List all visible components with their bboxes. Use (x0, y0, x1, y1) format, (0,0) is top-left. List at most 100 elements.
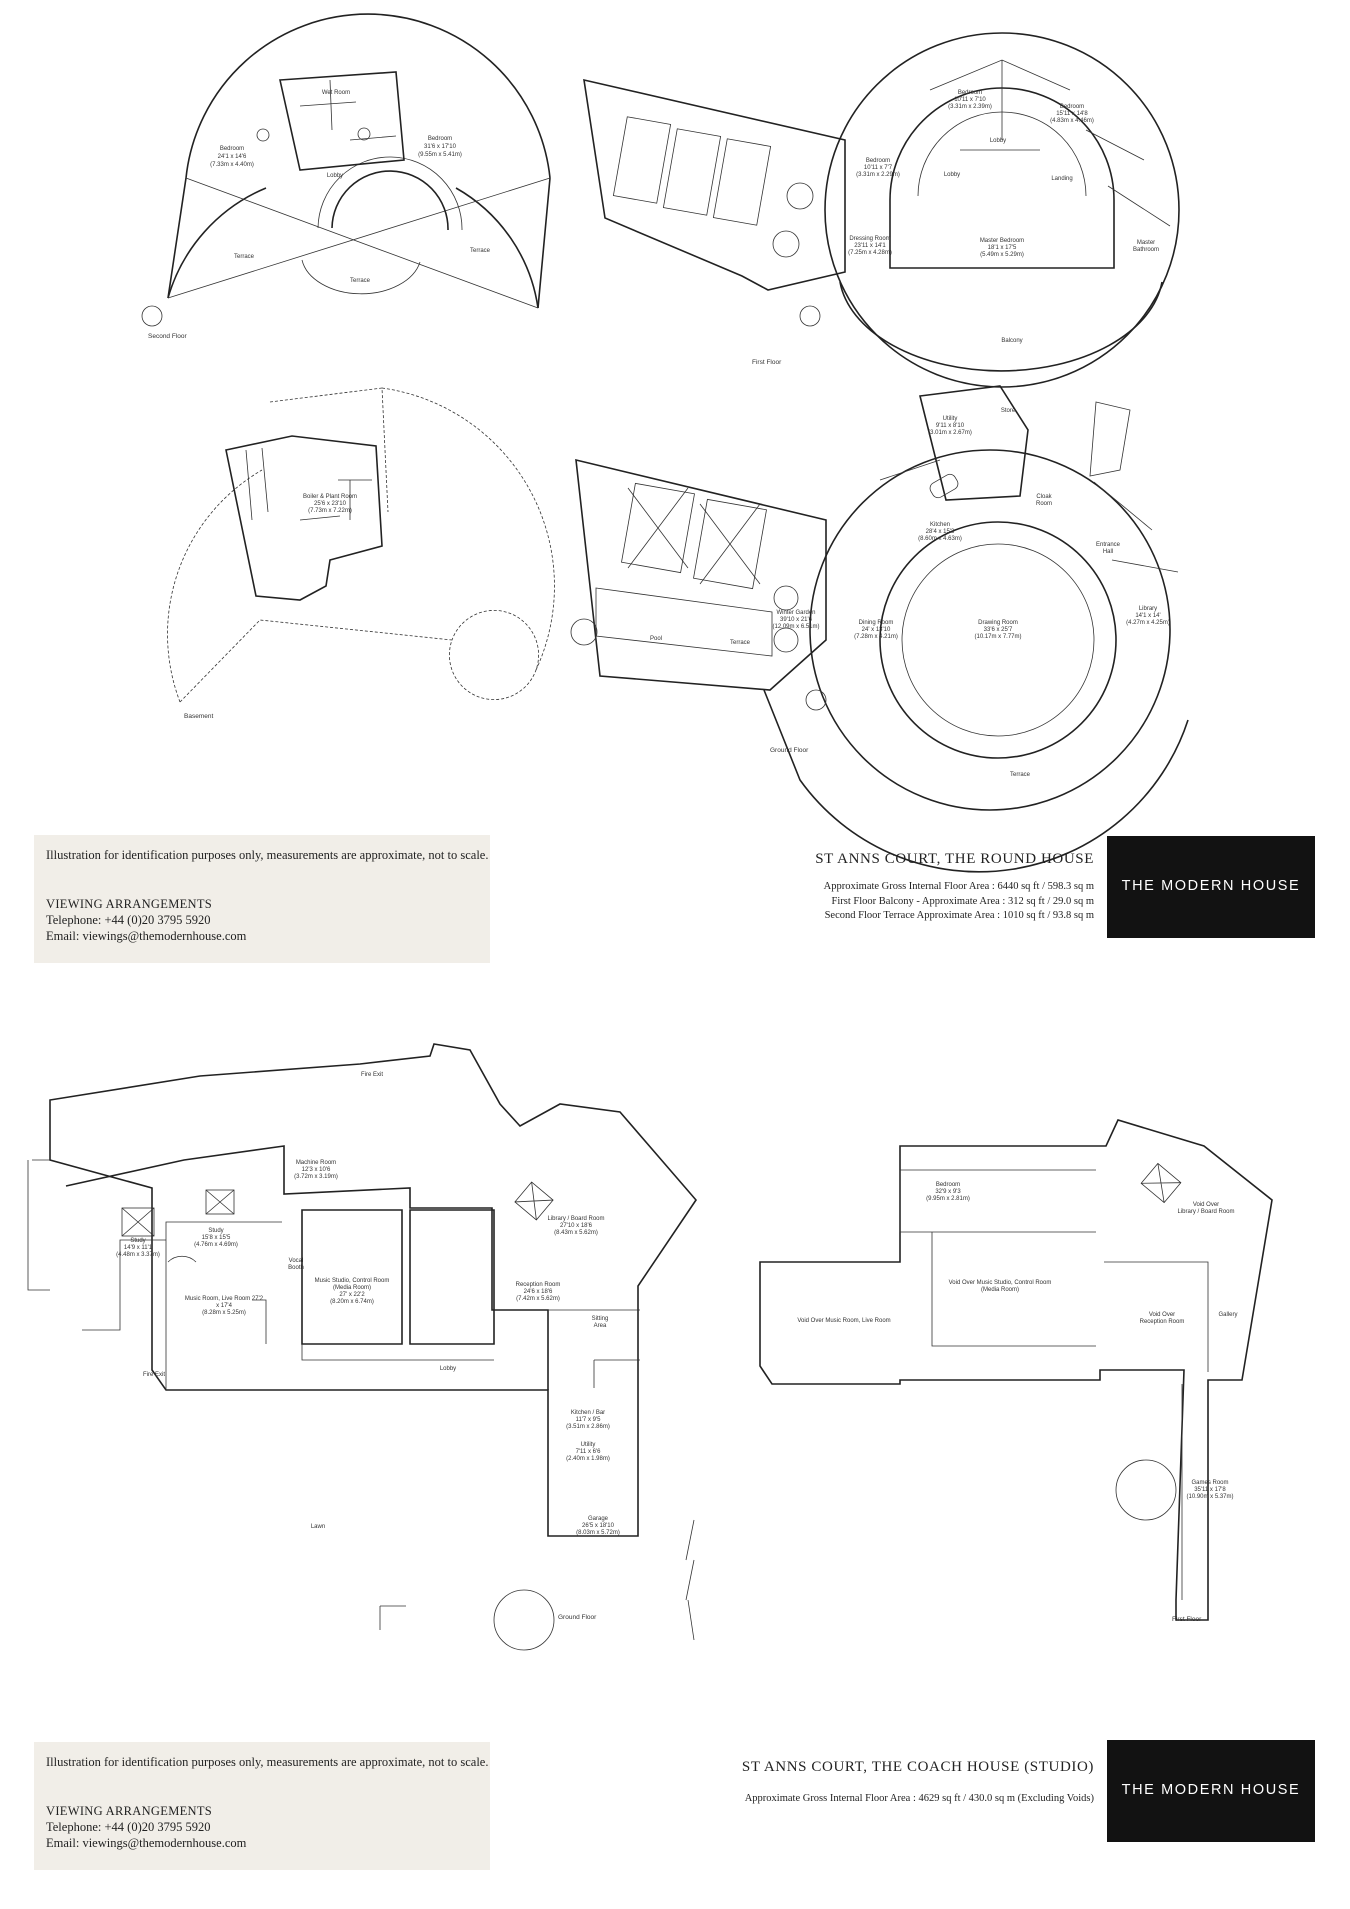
coach-house-first-floor-plan: Bedroom 32'9 x 9'3 (9.95m x 2.81m) Void … (759, 1119, 1273, 1623)
label-dimension: 25'6 x 23'10 (314, 501, 347, 507)
label-dimension: (7.33m x 4.40m) (210, 162, 254, 168)
label-bedroom: Bedroom (1060, 104, 1084, 110)
label-dimension: 15'11 x 14'8 (1056, 111, 1088, 117)
label-lawn: Lawn (311, 1524, 325, 1530)
label-dimension: 14'9 x 11'1 (124, 1245, 153, 1251)
label-void-music-studio: Void Over Music Studio, Control Room (949, 1280, 1052, 1286)
label-bedroom: Bedroom (866, 158, 890, 164)
area-line: Approximate Gross Internal Floor Area : … (823, 881, 1094, 892)
label-lobby: Lobby (440, 1366, 456, 1372)
label-dimension: (2.40m x 1.98m) (566, 1456, 610, 1462)
label-entrance-hall: Entrance (1096, 542, 1121, 548)
label-dimension: 31'6 x 17'10 (424, 144, 457, 150)
label-dimension: (9.95m x 2.81m) (926, 1196, 970, 1202)
coach-house-ground-floor-plan: Fire Exit Machine Room 12'3 x 10'6 (3.72… (27, 1043, 698, 1651)
label-dimension: 23'11 x 14'1 (854, 243, 886, 249)
label-dimension: (3.72m x 3.19m) (294, 1174, 338, 1180)
label-sitting-area: Area (594, 1323, 607, 1329)
viewing-email[interactable]: Email: viewings@themodernhouse.com (46, 1836, 247, 1850)
floor-label: Ground Floor (770, 747, 809, 754)
label-bedroom: Bedroom (428, 136, 452, 142)
label-dimension: x 17'4 (216, 1303, 232, 1309)
label-wet-room: Wet Room (322, 90, 350, 96)
label-bedroom: Bedroom (958, 90, 982, 96)
label-master-bedroom: Master Bedroom (980, 238, 1024, 244)
label-utility: Utility (581, 1442, 596, 1448)
label-drawing-room: Drawing Room (978, 620, 1018, 626)
viewing-email[interactable]: Email: viewings@themodernhouse.com (46, 929, 247, 943)
label-boiler-room: Boiler & Plant Room (303, 494, 357, 500)
label-dimension: (8.43m x 5.62m) (554, 1230, 598, 1236)
label-lobby: Lobby (327, 173, 343, 179)
round-house-ground-floor-plan: Utility 9'11 x 8'10 (3.01m x 2.67m) Stor… (570, 385, 1189, 873)
viewing-heading: VIEWING ARRANGEMENTS (46, 897, 213, 911)
label-lobby: Lobby (990, 138, 1006, 144)
label-music-room: Music Room, Live Room 27'2 (185, 1296, 264, 1302)
label-dressing-room: Dressing Room (849, 236, 890, 242)
label-dimension: (7.25m x 4.28m) (848, 250, 892, 256)
floor-label: Second Floor (148, 333, 187, 340)
label-cloak-room: Cloak (1036, 494, 1052, 500)
label-dimension: 11'7 x 9'5 (576, 1417, 602, 1423)
label-dimension: (5.49m x 5.29m) (980, 252, 1024, 258)
round-house-second-floor-plan: Wet Room Bedroom 24'1 x 14'6 (7.33m x 4.… (141, 13, 551, 340)
coach-house-areas: Approximate Gross Internal Floor Area : … (745, 1792, 1094, 1807)
label-cloak-room: Room (1036, 501, 1052, 507)
label-vocal-booth: Vocal (289, 1258, 304, 1264)
round-house-title: ST ANNS COURT, THE ROUND HOUSE (815, 851, 1094, 867)
disclaimer-note: Illustration for identification purposes… (46, 848, 489, 862)
label-games-room: Games Room (1191, 1480, 1228, 1486)
label-master-bathroom: Master (1137, 240, 1155, 246)
brand-name: THE MODERN HOUSE (1121, 1782, 1301, 1798)
label-dimension: (8.28m x 5.25m) (202, 1310, 246, 1316)
floor-label: First Floor (752, 359, 782, 366)
label-terrace: Terrace (730, 640, 751, 646)
label-gallery: Gallery (1218, 1312, 1237, 1318)
label-dimension: (7.28m x 4.21m) (854, 634, 898, 640)
label-void-reception: Reception Room (1140, 1319, 1185, 1325)
label-dimension: 14'1 x 14' (1135, 613, 1160, 619)
label-kitchen: Kitchen (930, 522, 950, 528)
label-dimension: (3.31m x 2.39m) (948, 104, 992, 110)
label-dimension: (3.01m x 2.67m) (928, 430, 972, 436)
label-pool: Pool (650, 636, 662, 642)
label-dimension: (7.73m x 7.22m) (308, 508, 352, 514)
area-line: Approximate Gross Internal Floor Area : … (744, 1793, 1094, 1804)
label-balcony: Balcony (1001, 338, 1022, 344)
label-dimension: 28'4 x 15'3 (926, 529, 955, 535)
label-dimension: 39'10 x 21'6 (780, 617, 813, 623)
label-dimension: 10'11 x 7'10 (954, 97, 986, 103)
label-dimension: (3.51m x 2.86m) (566, 1424, 610, 1430)
label-void-music-studio: (Media Room) (981, 1287, 1019, 1293)
viewing-telephone: Telephone: +44 (0)20 3795 5920 (46, 1820, 211, 1834)
label-dimension: (8.60m x 4.63m) (918, 536, 962, 542)
label-dimension: (3.31m x 2.29m) (856, 172, 900, 178)
label-dimension: (9.55m x 5.41m) (418, 152, 462, 158)
label-reception-room: Reception Room (516, 1282, 561, 1288)
label-bedroom: Bedroom (220, 146, 244, 152)
label-dimension: 27' x 22'2 (339, 1292, 365, 1298)
label-winter-garden: Winter Garden (776, 610, 815, 616)
label-garage: Garage (588, 1516, 609, 1522)
label-dimension: 15'8 x 15'5 (202, 1235, 231, 1241)
label-dimension: (4.48m x 3.37m) (116, 1252, 160, 1258)
label-fire-exit: Fire Exit (361, 1072, 383, 1078)
label-dimension: 18'1 x 17'5 (988, 245, 1017, 251)
label-dimension: (10.17m x 7.77m) (974, 634, 1021, 640)
label-dimension: (4.83m x 4.46m) (1050, 118, 1094, 124)
coach-house-title: ST ANNS COURT, THE COACH HOUSE (STUDIO) (741, 1759, 1094, 1775)
round-house-basement-plan: Boiler & Plant Room 25'6 x 23'10 (7.73m … (167, 387, 555, 720)
label-dimension: 9'11 x 8'10 (936, 423, 965, 429)
label-dimension: 32'9 x 9'3 (935, 1189, 961, 1195)
label-dimension: 7'11 x 6'6 (576, 1449, 602, 1455)
floor-label: First Floor (1172, 1616, 1202, 1623)
label-terrace: Terrace (1010, 772, 1031, 778)
label-terrace: Terrace (470, 248, 491, 254)
label-dimension: 24' x 13'10 (862, 627, 891, 633)
label-store: Store (1001, 408, 1016, 414)
floor-label: Basement (184, 713, 213, 720)
label-dimension: 10'11 x 7'7 (864, 165, 893, 171)
label-kitchen-bar: Kitchen / Bar (571, 1410, 605, 1416)
area-line: First Floor Balcony - Approximate Area :… (831, 895, 1094, 907)
label-dimension: (10.90m x 5.37m) (1186, 1494, 1233, 1500)
